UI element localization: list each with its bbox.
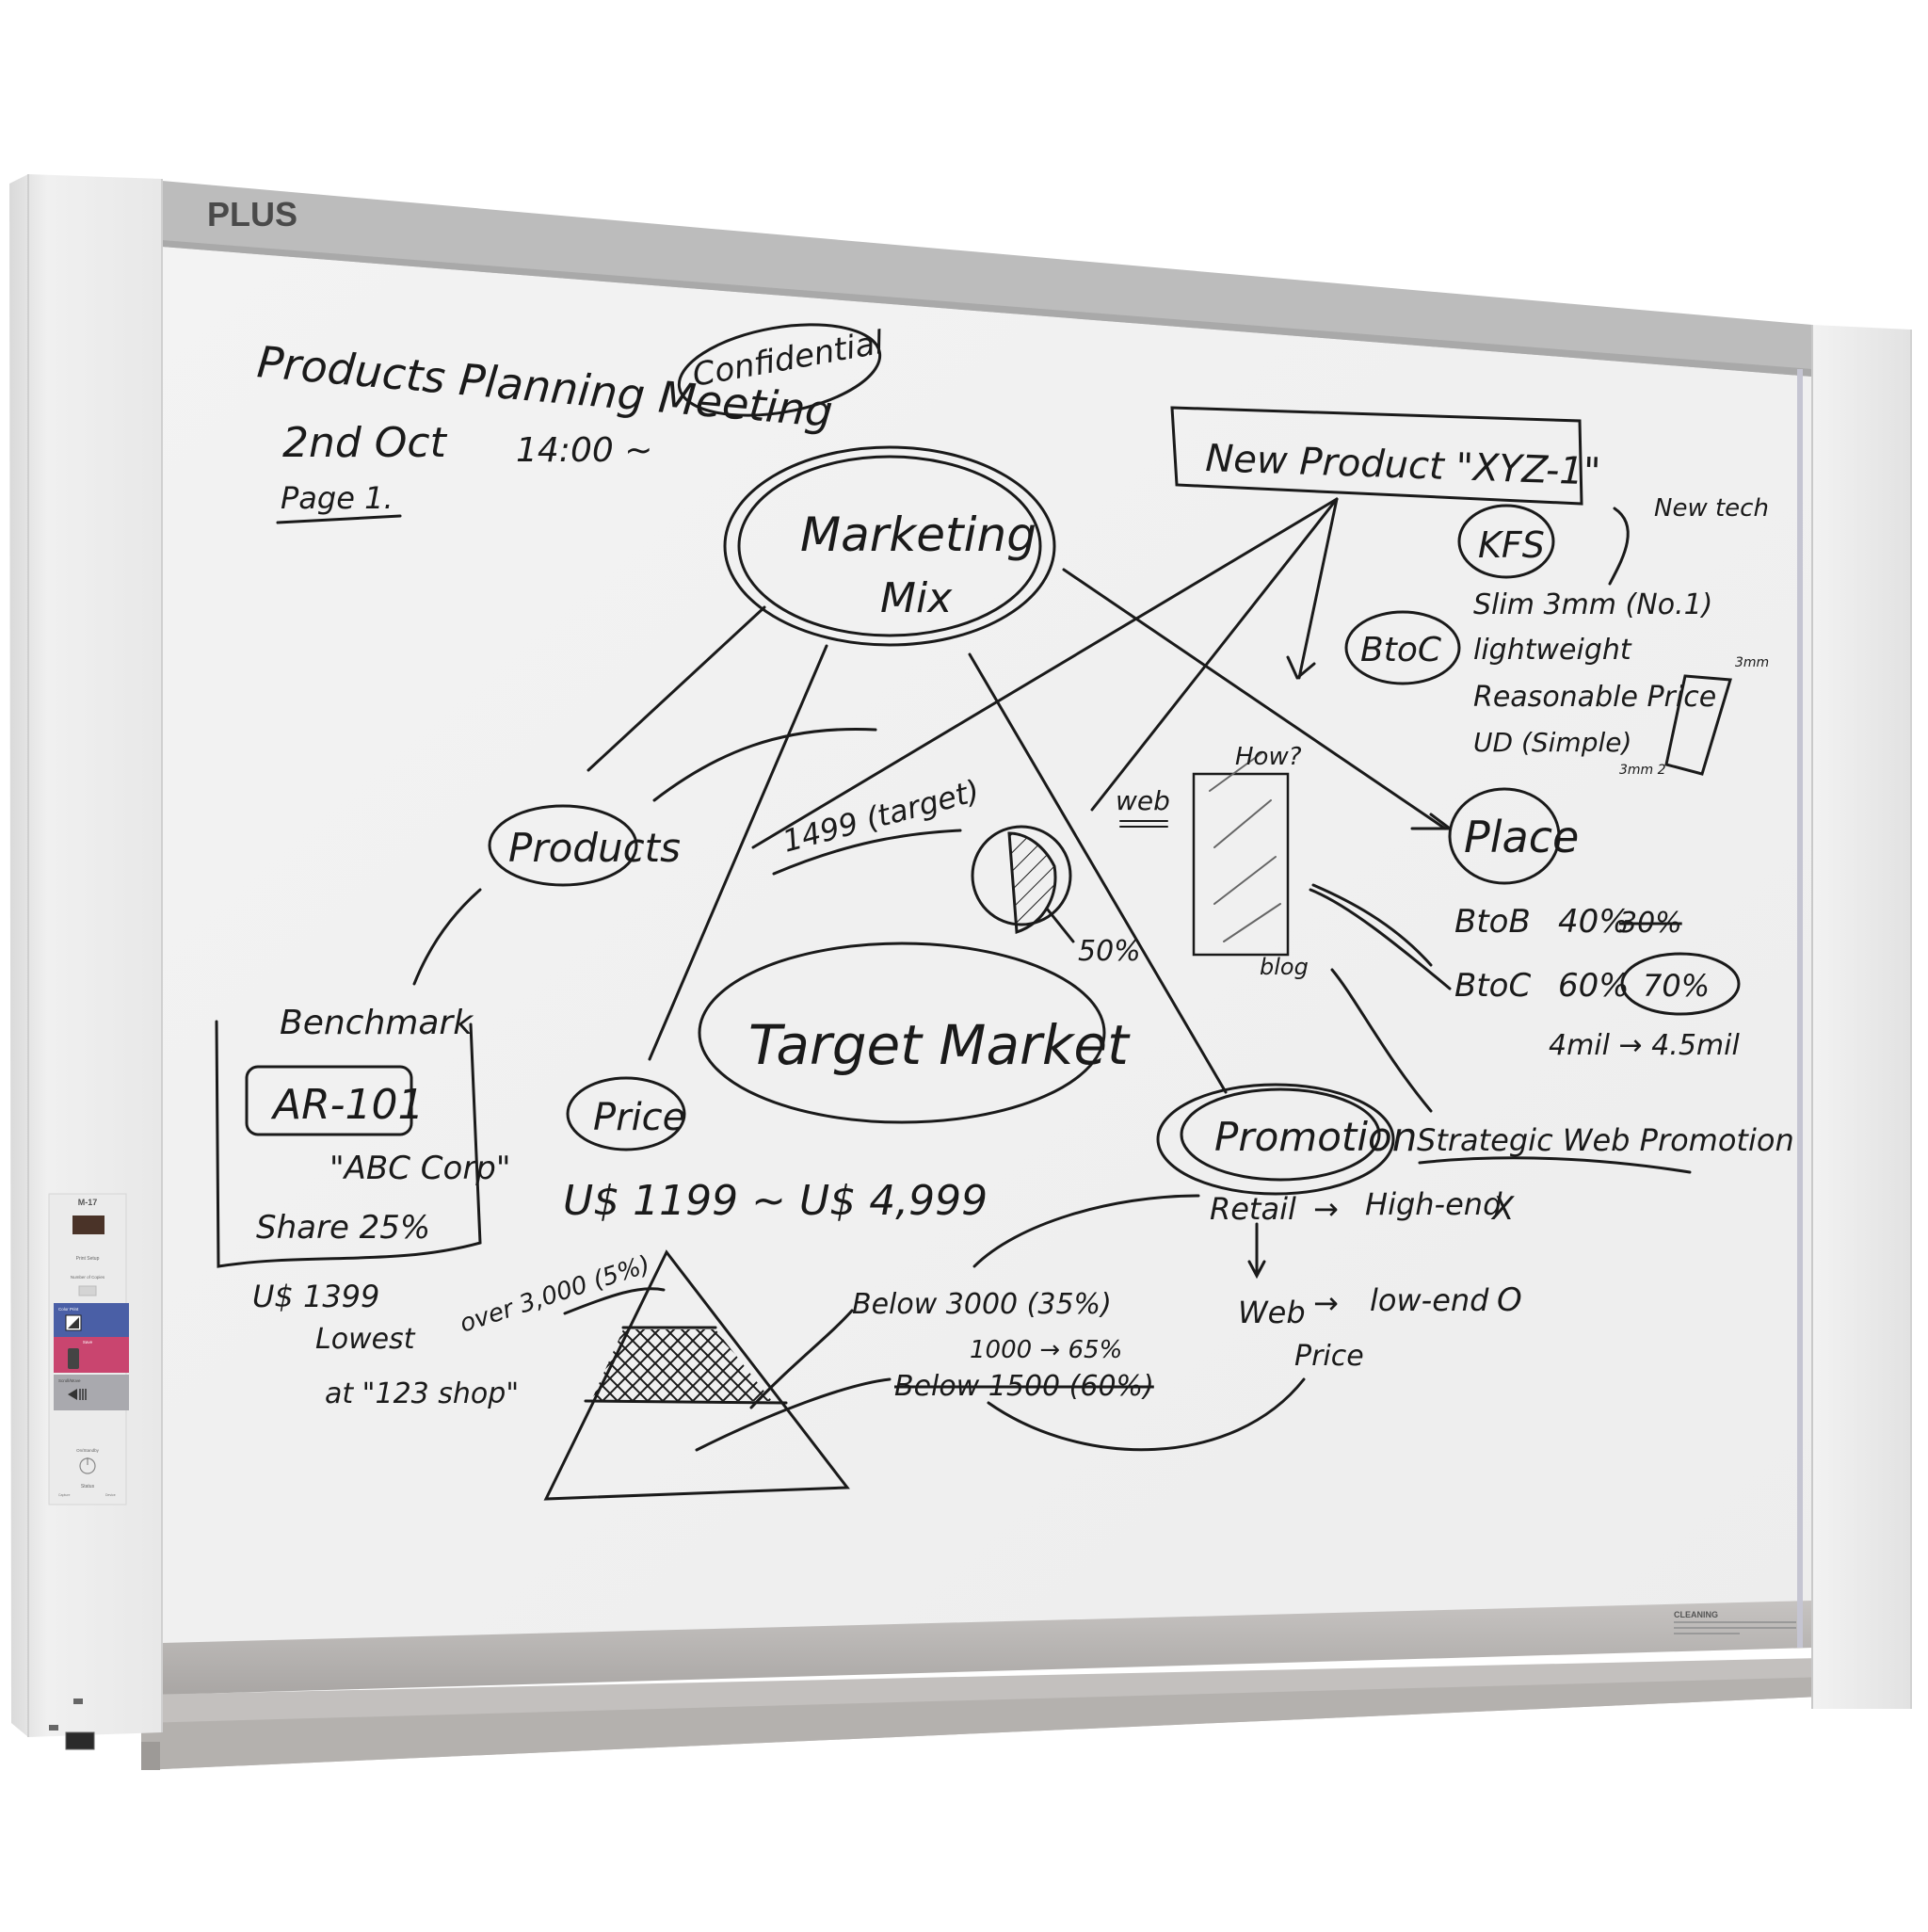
strategic-web-promotion: Strategic Web Promotion xyxy=(1417,1122,1794,1158)
svg-text:3mm: 3mm xyxy=(1735,655,1769,670)
meeting-date: 2nd Oct xyxy=(282,419,448,467)
svg-text:Scroll/Move: Scroll/Move xyxy=(58,1378,81,1383)
web-label: web xyxy=(1116,785,1170,816)
svg-text:70%: 70% xyxy=(1643,968,1710,1004)
pyramid-bottom-old: Below 1500 (60%) xyxy=(894,1370,1154,1403)
copies-button[interactable] xyxy=(78,1285,97,1296)
svg-text:O: O xyxy=(1497,1281,1522,1319)
how-label: How? xyxy=(1235,743,1302,771)
new-tech-note: New tech xyxy=(1654,494,1769,523)
save-button[interactable]: Save xyxy=(54,1337,129,1373)
svg-text:X: X xyxy=(1490,1190,1515,1228)
bottom-tray xyxy=(141,1601,1864,1770)
struck-value: 30% xyxy=(1619,907,1682,940)
benchmark-share: Share 25% xyxy=(256,1209,430,1247)
kfs-label: KFS xyxy=(1478,524,1545,566)
svg-text:BtoB: BtoB xyxy=(1454,903,1531,941)
svg-text:CLEANING: CLEANING xyxy=(1674,1610,1718,1619)
cleaning-label: CLEANING xyxy=(1674,1610,1796,1634)
power-button[interactable] xyxy=(79,1457,96,1474)
price-range: U$ 1199 ~ U$ 4,999 xyxy=(563,1177,988,1225)
top-bar xyxy=(162,181,1812,377)
svg-text:Web: Web xyxy=(1238,1295,1306,1330)
price-note: Price xyxy=(1294,1340,1364,1373)
control-panel: M-17 Print Setup Number of Copies Color … xyxy=(48,1193,129,1505)
svg-text:Device: Device xyxy=(105,1493,116,1497)
svg-text:Retail: Retail xyxy=(1210,1191,1296,1227)
svg-text:Capture: Capture xyxy=(58,1493,71,1497)
pyramid-hatch xyxy=(591,1329,772,1401)
svg-text:3mm 2: 3mm 2 xyxy=(1619,763,1666,778)
svg-text:BtoC: BtoC xyxy=(1454,967,1531,1005)
promotion-label: Promotion xyxy=(1214,1114,1417,1160)
usb-stick-icon xyxy=(68,1348,79,1369)
counter-display xyxy=(72,1216,104,1234)
benchmark-company: "ABC Corp" xyxy=(329,1150,511,1187)
usb-port[interactable] xyxy=(65,1731,95,1750)
btoc-label: BtoC xyxy=(1360,631,1442,669)
volume-note: 4mil → 4.5mil xyxy=(1549,1029,1740,1062)
meeting-time: 14:00 ~ xyxy=(516,431,652,470)
products-ellipse xyxy=(488,804,638,887)
benchmark-note: Lowest xyxy=(315,1323,416,1356)
svg-text:Status: Status xyxy=(81,1484,95,1489)
price-ellipse xyxy=(566,1076,686,1151)
page-number: Page 1. xyxy=(281,480,394,516)
kfs-circle xyxy=(1457,504,1555,579)
kfs-item: UD (Simple) xyxy=(1473,727,1631,758)
marketing-mix-line1: Marketing xyxy=(800,507,1036,562)
kfs-item: Reasonable Price xyxy=(1473,681,1716,714)
svg-text:High-end: High-end xyxy=(1365,1186,1502,1222)
products-label: Products xyxy=(508,825,681,871)
place-ellipse xyxy=(1448,787,1561,885)
promotion-ellipse xyxy=(1180,1087,1381,1182)
pie-percent: 50% xyxy=(1078,935,1141,968)
marketing-mix-ellipse xyxy=(737,455,1042,637)
confidential-ellipse xyxy=(677,323,882,417)
benchmark-model: AR-101 xyxy=(270,1081,425,1129)
benchmark-price: U$ 1399 xyxy=(252,1279,379,1314)
svg-text:Save: Save xyxy=(83,1340,93,1344)
svg-text:low-end: low-end xyxy=(1370,1282,1489,1318)
svg-text:60%: 60% xyxy=(1558,967,1630,1005)
svg-text:→: → xyxy=(1313,1285,1339,1321)
svg-text:Color Print: Color Print xyxy=(58,1307,79,1312)
svg-text:Number of Copies: Number of Copies xyxy=(71,1275,105,1280)
svg-text:On/Standby: On/Standby xyxy=(76,1448,100,1453)
pyramid-middle: Below 3000 (35%) xyxy=(852,1288,1112,1321)
kfs-item: lightweight xyxy=(1473,634,1632,667)
svg-text:→: → xyxy=(1313,1191,1339,1227)
marketing-mix-line2: Mix xyxy=(880,574,953,622)
target-market-ellipse xyxy=(698,942,1106,1124)
brand-logo: PLUS xyxy=(207,195,297,233)
kfs-item: Slim 3mm (No.1) xyxy=(1473,588,1712,621)
target-market-label: Target Market xyxy=(748,1013,1131,1077)
svg-text:Print Setup: Print Setup xyxy=(76,1256,100,1262)
color-print-button[interactable]: Color Print xyxy=(54,1303,129,1337)
model-label: M-17 xyxy=(78,1198,98,1207)
pyramid-bottom-new: 1000 → 65% xyxy=(970,1336,1122,1364)
blog-label: blog xyxy=(1260,954,1309,980)
right-side-panel xyxy=(1797,325,1912,1709)
new-product-box xyxy=(1170,406,1583,506)
svg-text:40%: 40% xyxy=(1558,903,1630,941)
scroll-arrow-icon xyxy=(68,1389,77,1400)
place-label: Place xyxy=(1464,812,1579,862)
page-underline xyxy=(276,514,402,524)
benchmark-title: Benchmark xyxy=(280,1004,474,1042)
benchmark-note: at "123 shop" xyxy=(325,1377,519,1410)
scroll-button[interactable]: Scroll/Move xyxy=(54,1375,129,1410)
usb-port-area xyxy=(49,1699,95,1750)
price-label: Price xyxy=(593,1096,685,1139)
